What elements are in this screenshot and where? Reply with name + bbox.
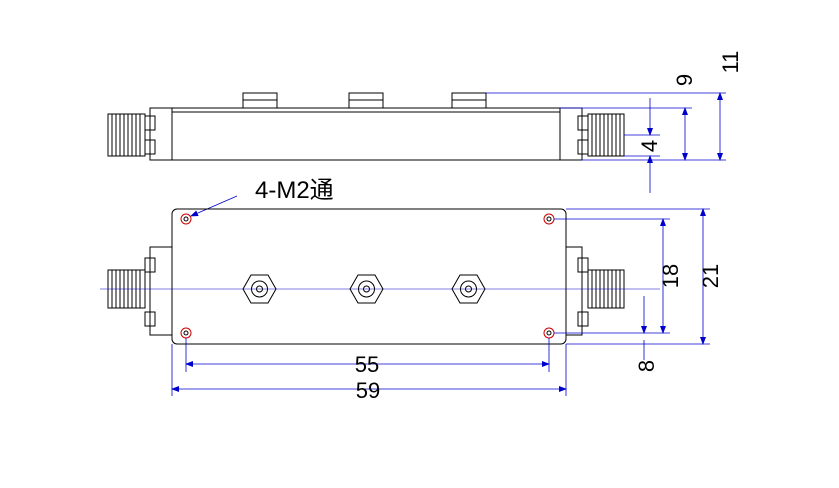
- dim-width-holes: 18: [658, 264, 683, 288]
- top-view-dimensions: 55 59 18 21 8: [171, 208, 723, 403]
- mount-hole-top-right: [543, 213, 555, 225]
- right-thread-side: [591, 114, 621, 156]
- mount-hole-top-left: [180, 213, 192, 225]
- tuning-screw-1: [242, 274, 277, 304]
- dim-connector-height: 4: [637, 140, 662, 152]
- dim-height-body: 9: [672, 74, 697, 86]
- hole-note: 4-M2通: [255, 177, 334, 204]
- dim-hole-offset: 8: [634, 360, 659, 372]
- left-thread-side: [111, 114, 141, 156]
- dim-width-total: 21: [698, 264, 723, 288]
- side-view: [107, 92, 625, 161]
- mount-hole-bottom-right: [543, 327, 555, 339]
- top-view: [100, 208, 660, 345]
- dim-length-total: 59: [356, 378, 380, 403]
- hole-callout: 4-M2通: [190, 177, 334, 217]
- dim-height-total: 11: [718, 51, 743, 74]
- mount-hole-bottom-left: [180, 327, 192, 339]
- tuning-screw-3: [451, 274, 486, 304]
- dim-length-holes: 55: [355, 352, 379, 377]
- side-view-dimensions: 11 9 4: [486, 51, 743, 193]
- tuning-screw-2: [349, 274, 384, 304]
